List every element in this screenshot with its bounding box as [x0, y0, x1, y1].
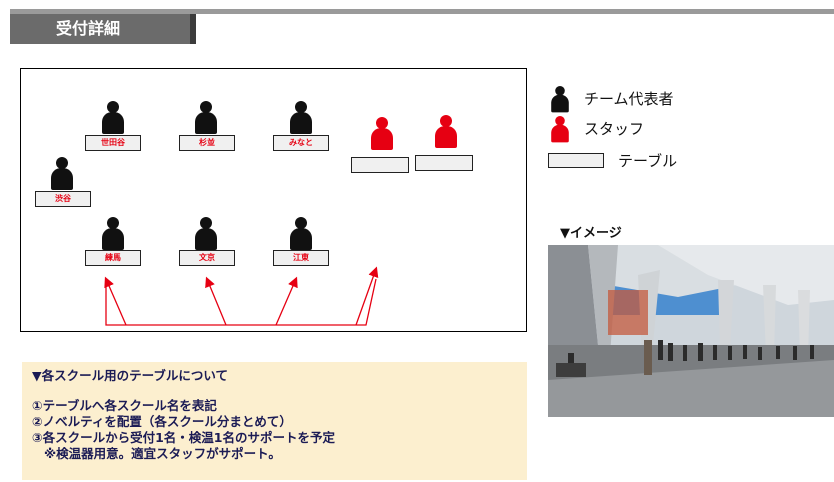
representative-icon — [550, 86, 569, 113]
note-line-3: ③各スクールから受付1名・検温1名のサポートを予定 — [32, 430, 335, 445]
staff-icon — [550, 116, 569, 143]
legend-label-table: テーブル — [618, 151, 678, 170]
representative-figure-nerima — [101, 217, 125, 251]
representative-figure-koto — [289, 217, 313, 251]
representative-figure-minato — [289, 101, 313, 135]
arrow-to-nerima — [104, 276, 127, 326]
venue-photo — [548, 245, 834, 417]
legend-item-staff: スタッフ — [548, 116, 645, 143]
table-icon — [548, 152, 604, 168]
table-minato: みなと — [273, 135, 329, 151]
legend-label-representative: チーム代表者 — [584, 89, 674, 108]
table-setagaya: 世田谷 — [85, 135, 141, 151]
legend-label-staff: スタッフ — [584, 119, 645, 138]
legend-item-representative: チーム代表者 — [548, 86, 674, 113]
staff-table-1 — [351, 157, 409, 173]
representative-figure-suginami — [194, 101, 218, 135]
legend: チーム代表者 スタッフ テーブル — [548, 86, 768, 186]
note-line-2: ②ノベルティを配置（各スクール分まとめて） — [32, 414, 292, 429]
arrow-to-right — [355, 266, 379, 326]
staff-figure-1 — [370, 117, 394, 151]
table-koto: 江東 — [273, 250, 329, 266]
arrow-to-bunkyo — [205, 276, 227, 326]
note-line-1: ①テーブルへ各スクール名を表記 — [32, 398, 217, 413]
staff-figure-2 — [434, 115, 458, 149]
arrow-base-line — [105, 278, 377, 326]
table-suginami: 杉並 — [179, 135, 235, 151]
note-line-4: ※検温器用意。適宜スタッフがサポート。 — [44, 446, 281, 461]
reception-layout-diagram: 世田谷 杉並 みなと 渋谷 練馬 文京 江東 — [20, 68, 527, 332]
table-bunkyo: 文京 — [179, 250, 235, 266]
table-shibuya: 渋谷 — [35, 191, 91, 207]
arrow-to-koto — [275, 276, 298, 326]
table-notes-box: ▼各スクール用のテーブルについて ①テーブルへ各スクール名を表記 ②ノベルティを… — [22, 362, 527, 480]
legend-item-table: テーブル — [548, 148, 677, 172]
flow-arrows — [104, 266, 379, 326]
staff-table-2 — [415, 155, 473, 171]
representative-figure-bunkyo — [194, 217, 218, 251]
section-title: 受付詳細 — [10, 14, 196, 44]
notes-title: ▼各スクール用のテーブルについて — [32, 368, 228, 383]
representative-figure-setagaya — [101, 101, 125, 135]
representative-figure-shibuya — [50, 157, 74, 191]
image-label: ▼イメージ — [560, 226, 622, 241]
header-rule — [10, 9, 834, 14]
table-nerima: 練馬 — [85, 250, 141, 266]
